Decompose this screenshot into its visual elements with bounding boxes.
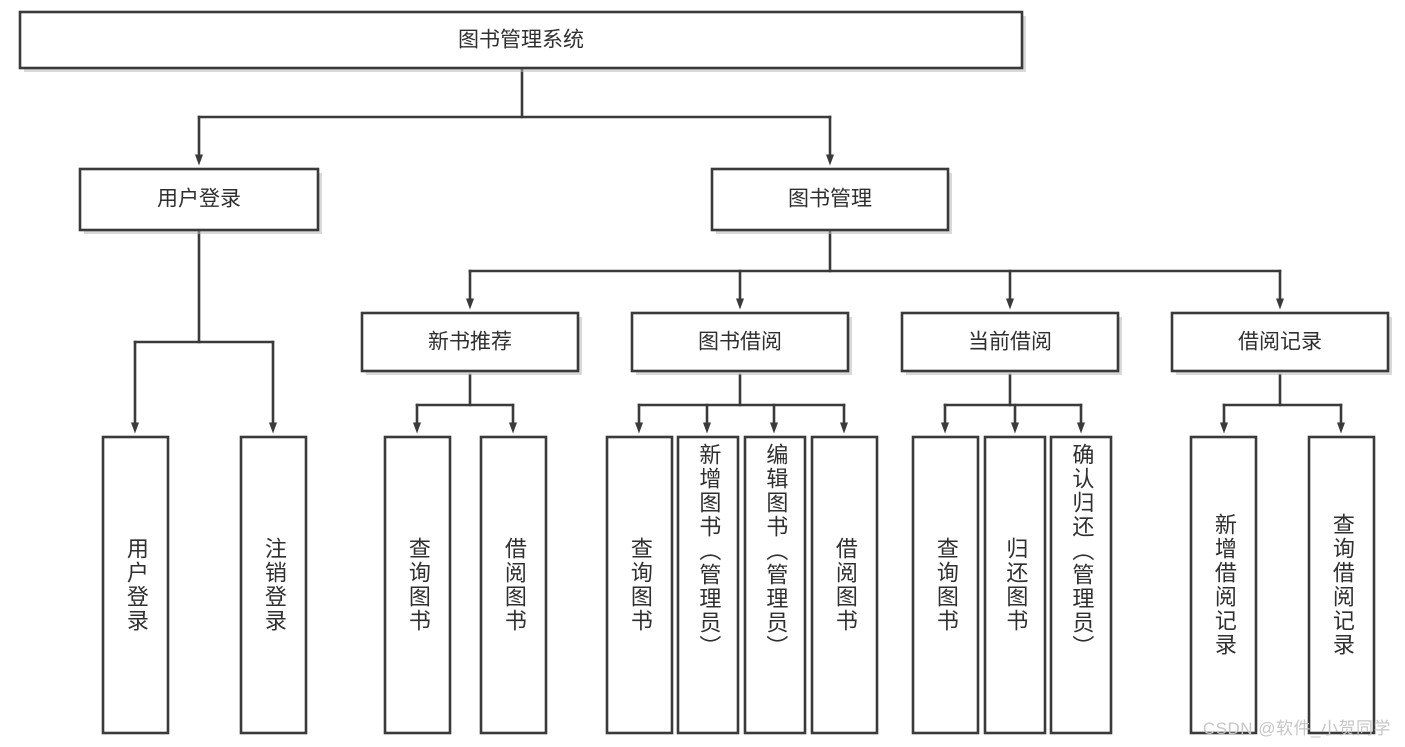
leaf-rect-current-3[interactable] xyxy=(1049,435,1113,735)
node-root-rect[interactable] xyxy=(18,10,1024,70)
node-current-borrow-rect[interactable] xyxy=(900,311,1120,373)
leaf-rect-borrow-3[interactable] xyxy=(743,435,807,735)
node-book-manage-label: 图书管理 xyxy=(788,188,872,211)
leaf-rect-borrow-2[interactable] xyxy=(676,435,740,735)
node-new-book-recommend-label: 新书推荐 xyxy=(428,331,512,354)
node-borrow-records[interactable]: 借阅记录 xyxy=(1170,311,1392,375)
node-current-borrow[interactable]: 当前借阅 xyxy=(900,311,1122,375)
node-new-book-recommend-rect[interactable] xyxy=(360,311,580,373)
node-book-borrow[interactable]: 图书借阅 xyxy=(630,311,852,375)
node-borrow-records-rect[interactable] xyxy=(1170,311,1390,373)
node-new-book-recommend[interactable]: 新书推荐 xyxy=(360,311,582,375)
node-root[interactable]: 图书管理系统 xyxy=(18,10,1026,72)
node-user-login-label: 用户登录 xyxy=(157,188,241,211)
leaf-rect-records-2[interactable] xyxy=(1307,435,1376,735)
node-root-label: 图书管理系统 xyxy=(458,29,584,52)
node-book-borrow-label: 图书借阅 xyxy=(698,331,782,354)
leaf-rect-group xyxy=(101,435,1376,735)
leaf-rect-user-login-1[interactable] xyxy=(101,435,170,735)
leaf-rect-user-login-2[interactable] xyxy=(239,435,308,735)
node-book-manage-rect[interactable] xyxy=(710,167,950,232)
leaf-rect-newbook-1[interactable] xyxy=(383,435,452,735)
leaf-rect-borrow-4[interactable] xyxy=(810,435,879,735)
node-current-borrow-label: 当前借阅 xyxy=(968,331,1052,354)
node-user-login[interactable]: 用户登录 xyxy=(78,167,322,234)
node-user-login-rect[interactable] xyxy=(78,167,320,232)
leaf-rect-borrow-1[interactable] xyxy=(605,435,674,735)
leaf-rect-current-1[interactable] xyxy=(911,435,980,735)
connector-group xyxy=(131,66,1345,434)
leaf-rect-newbook-2[interactable] xyxy=(479,435,548,735)
leaf-rect-records-1[interactable] xyxy=(1189,435,1258,735)
node-borrow-records-label: 借阅记录 xyxy=(1238,331,1322,354)
leaf-rect-current-2[interactable] xyxy=(983,435,1047,735)
node-book-manage[interactable]: 图书管理 xyxy=(710,167,952,234)
csdn-watermark: CSDN @软件_小贺同学 xyxy=(1202,719,1391,738)
node-book-borrow-rect[interactable] xyxy=(630,311,850,373)
